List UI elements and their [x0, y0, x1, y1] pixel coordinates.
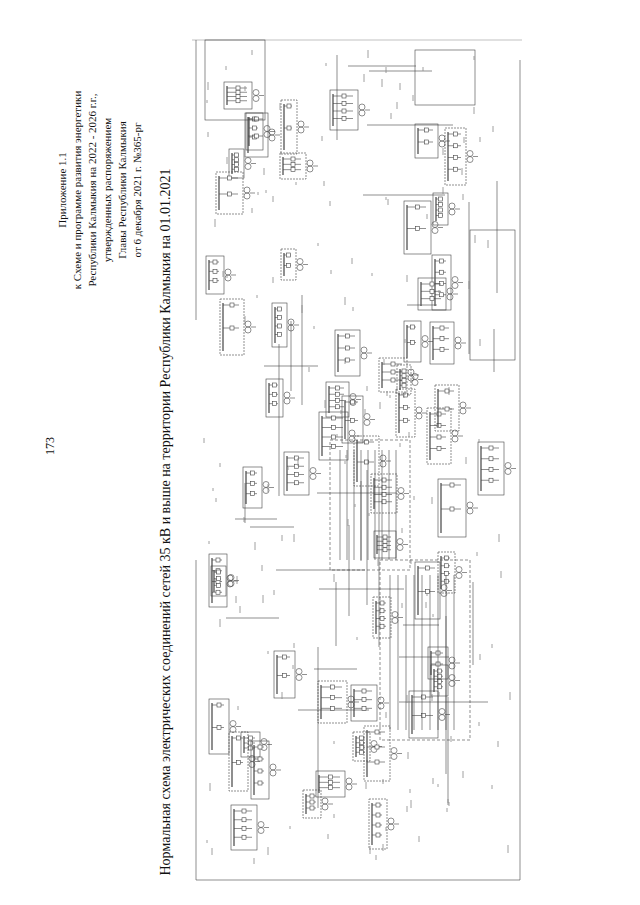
substation-symbol	[432, 255, 463, 310]
substation-symbol	[354, 436, 391, 486]
substation-symbol	[335, 330, 372, 376]
substation-symbol	[427, 408, 463, 464]
substation-symbol	[303, 790, 333, 818]
substation-symbol	[206, 256, 236, 294]
substation-symbol	[418, 278, 458, 310]
substation-symbol	[435, 385, 471, 431]
substation-symbol	[369, 799, 399, 849]
appendix-header-line: Приложение 1.1	[57, 152, 68, 228]
substation-symbol	[428, 647, 460, 679]
appendix-header-line: утвержденных распоряжением	[102, 118, 113, 262]
substation-symbol	[231, 805, 269, 850]
substation-symbol	[433, 193, 460, 225]
substation-symbol	[379, 358, 419, 392]
substation-symbol	[241, 732, 272, 757]
substation-symbol	[438, 479, 478, 537]
substation-symbol	[364, 726, 402, 781]
appendix-header-line: к Схеме и программе развития энергетики	[72, 91, 83, 290]
substation-symbol	[415, 562, 452, 619]
substation-symbol	[274, 651, 307, 698]
page-number: 173	[44, 437, 56, 455]
substation-symbol	[246, 113, 275, 150]
substation-symbol	[266, 379, 295, 417]
substation-symbol	[318, 681, 359, 723]
substation-symbol	[280, 153, 318, 179]
substation-symbol	[209, 554, 239, 607]
substation-symbol	[415, 124, 450, 158]
substation-symbol	[284, 452, 321, 495]
substation-symbol	[251, 741, 281, 799]
substation-symbol	[478, 442, 516, 495]
substation-symbol	[351, 685, 389, 721]
substation-symbol	[430, 322, 466, 364]
appendix-header-line: от 6 декабря 2021 г. №365-рг	[132, 123, 143, 258]
substation-symbol	[445, 128, 478, 185]
substation-symbol	[330, 90, 370, 130]
network-scheme	[192, 40, 522, 880]
substation-symbol	[374, 531, 408, 558]
substation-symbol	[209, 699, 241, 754]
appendix-header-line: Главы Республики Калмыкия	[117, 121, 128, 258]
substation-symbol	[404, 321, 433, 362]
substation-symbol	[409, 691, 450, 738]
substation-symbol	[396, 389, 427, 437]
substation-symbol	[316, 771, 357, 797]
substation-symbol	[431, 665, 460, 696]
substation-symbol	[243, 467, 274, 508]
substation-symbol	[438, 552, 467, 593]
substation-symbol	[373, 597, 403, 638]
appendix-header-line: Республики Калмыкия на 2022 - 2026 г.г.,	[87, 93, 98, 286]
page-title: Нормальная схема электрических соединени…	[159, 169, 173, 876]
substation-symbol	[342, 396, 375, 443]
substation-symbol	[229, 149, 256, 178]
substation-symbol	[397, 365, 423, 394]
substation-symbol	[404, 201, 443, 254]
substation-symbol	[245, 113, 280, 157]
substation-symbol	[371, 474, 409, 513]
substation-symbol	[211, 566, 238, 596]
substation-symbol	[216, 172, 255, 214]
substation-symbol	[220, 299, 256, 355]
substation-symbol	[224, 82, 264, 109]
substation-symbol	[272, 303, 299, 347]
substation-symbol	[281, 249, 308, 280]
substation-symbol	[281, 100, 309, 154]
